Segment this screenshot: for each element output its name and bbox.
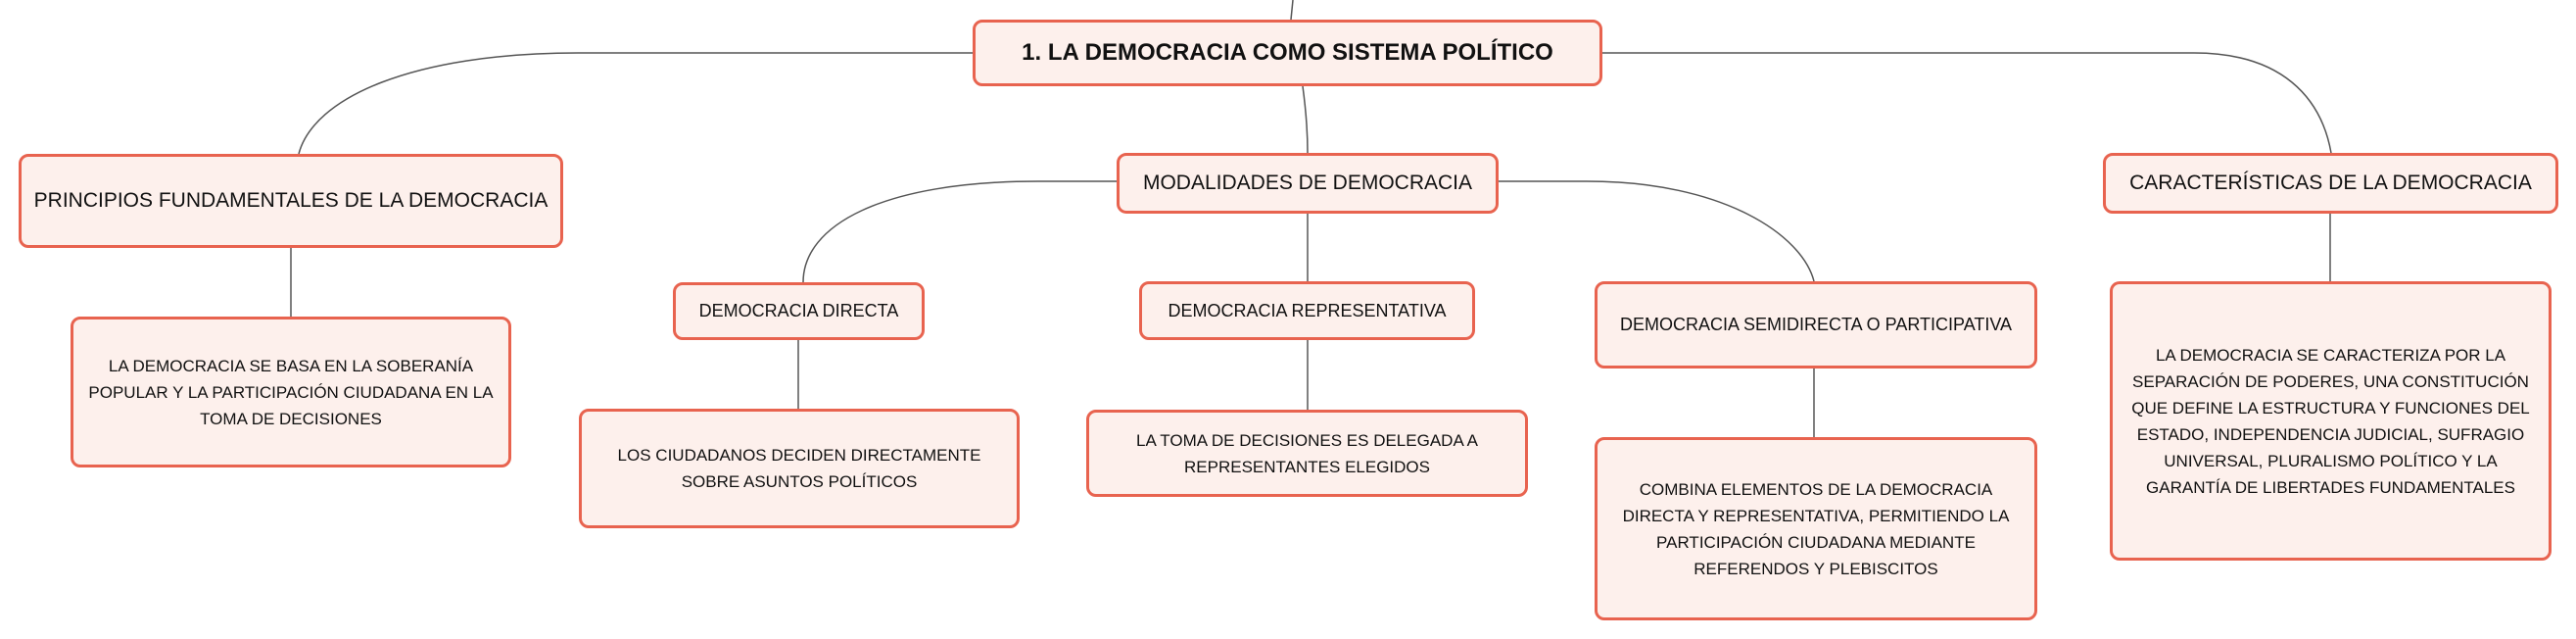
connector-root-modalities [1302, 85, 1309, 154]
principles-topic[interactable]: PRINCIPIOS FUNDAMENTALES DE LA DEMOCRACI… [19, 154, 563, 248]
modalities-topic[interactable]: MODALIDADES DE DEMOCRACIA [1117, 153, 1499, 214]
modalities-topic-label: MODALIDADES DE DEMOCRACIA [1142, 172, 1473, 194]
modality-semidirecta-description[interactable]: COMBINA ELEMENTOS DE LA DEMOCRACIA DIREC… [1595, 437, 2037, 620]
modality-directa-label: DEMOCRACIA DIRECTA [698, 301, 899, 320]
characteristics-description[interactable]: LA DEMOCRACIA SE CARACTERIZA POR LA SEPA… [2110, 281, 2552, 561]
modality-semidirecta-description-text: COMBINA ELEMENTOS DE LA DEMOCRACIA DIREC… [1622, 479, 2010, 578]
connector-modalities-semidirecta [1497, 180, 1815, 282]
root-topic[interactable]: 1. LA DEMOCRACIA COMO SISTEMA POLÍTICO [973, 20, 1602, 86]
modality-semidirecta-topic[interactable]: DEMOCRACIA SEMIDIRECTA O PARTICIPATIVA [1595, 281, 2037, 369]
modality-directa-topic[interactable]: DEMOCRACIA DIRECTA [673, 282, 925, 340]
principles-topic-label: PRINCIPIOS FUNDAMENTALES DE LA DEMOCRACI… [33, 189, 549, 212]
principles-description[interactable]: LA DEMOCRACIA SE BASA EN LA SOBERANÍA PO… [71, 317, 511, 467]
modality-directa-description[interactable]: LOS CIUDADANOS DECIDEN DIRECTAMENTE SOBR… [579, 409, 1020, 528]
root-topic-label: 1. LA DEMOCRACIA COMO SISTEMA POLÍTICO [1022, 39, 1553, 66]
characteristics-topic[interactable]: CARACTERÍSTICAS DE LA DEMOCRACIA [2103, 153, 2558, 214]
connector-root-characteristics [1602, 52, 2332, 154]
modality-directa-description-text: LOS CIUDADANOS DECIDEN DIRECTAMENTE SOBR… [617, 446, 981, 491]
characteristics-topic-label: CARACTERÍSTICAS DE LA DEMOCRACIA [2129, 172, 2532, 194]
modality-representativa-description-text: LA TOMA DE DECISIONES ES DELEGADA A REPR… [1136, 430, 1478, 476]
modality-semidirecta-label: DEMOCRACIA SEMIDIRECTA O PARTICIPATIVA [1619, 315, 2013, 334]
connector-parent-root [1290, 0, 1294, 21]
modality-representativa-description[interactable]: LA TOMA DE DECISIONES ES DELEGADA A REPR… [1086, 410, 1528, 497]
principles-description-text: LA DEMOCRACIA SE BASA EN LA SOBERANÍA PO… [88, 356, 494, 428]
modality-representativa-label: DEMOCRACIA REPRESENTATIVA [1168, 300, 1447, 320]
connector-root-principles [298, 52, 973, 155]
modality-representativa-topic[interactable]: DEMOCRACIA REPRESENTATIVA [1139, 281, 1475, 340]
characteristics-description-text: LA DEMOCRACIA SE CARACTERIZA POR LA SEPA… [2131, 345, 2530, 497]
connector-modalities-directa [802, 180, 1117, 283]
